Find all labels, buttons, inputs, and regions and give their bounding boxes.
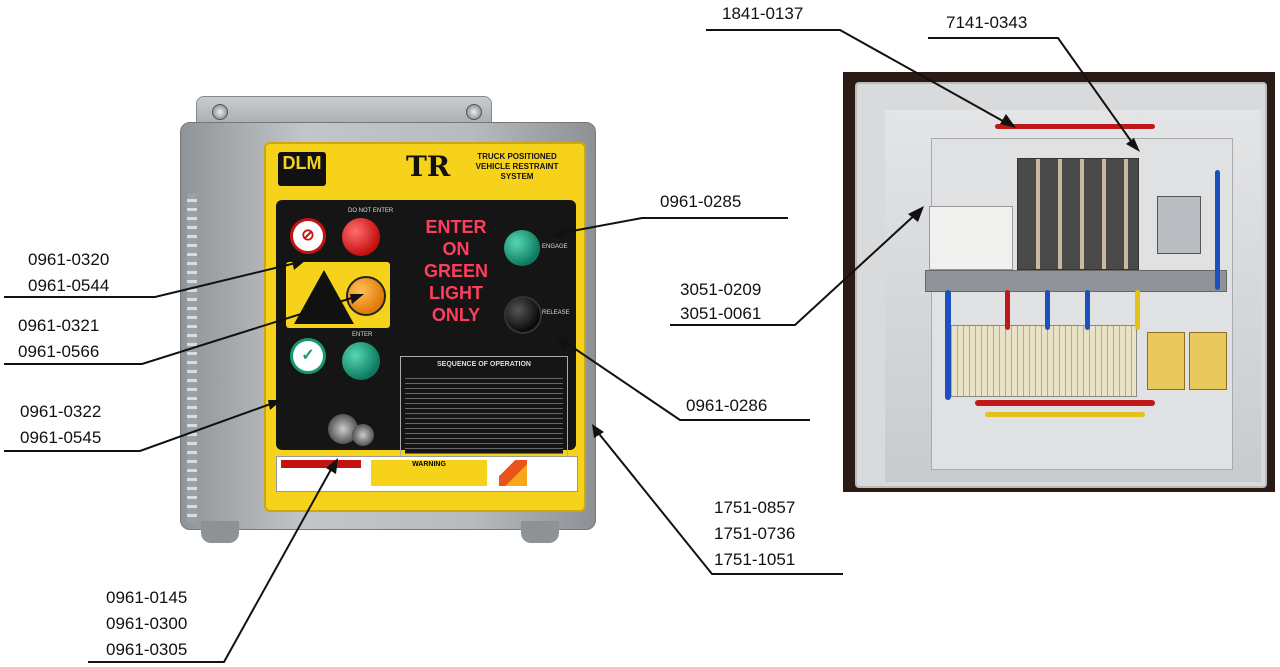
engage-button[interactable]	[504, 230, 540, 266]
relay	[1147, 332, 1185, 390]
callout-3051-0061: 3051-0061	[680, 304, 762, 323]
panel-title: TRUCK POSITIONED VEHICLE RESTRAINT SYSTE…	[462, 152, 572, 182]
relay	[1189, 332, 1227, 390]
leader-0961-0145	[88, 463, 335, 663]
callout-1751-1051: 1751-1051	[714, 550, 796, 569]
wire-blue	[1215, 170, 1220, 290]
arrowhead-icon	[350, 294, 364, 304]
din-rail	[925, 270, 1227, 292]
screw-icon	[466, 104, 482, 120]
callout-7141-0343: 7141-0343	[946, 13, 1028, 32]
enclosure-foot	[201, 521, 239, 543]
warning-label-strip: WARNING	[276, 456, 578, 492]
wire-red	[975, 400, 1155, 406]
panel-title-line: TRUCK POSITIONED	[477, 152, 557, 161]
panel-title-line: SYSTEM	[500, 172, 534, 181]
callout-0961-0286: 0961-0286	[686, 396, 768, 415]
engage-caption: ENGAGE	[542, 244, 568, 250]
leader-0961-0321	[4, 295, 359, 365]
arrowhead-icon	[556, 336, 570, 348]
arrowhead-icon	[326, 458, 338, 474]
no-entry-sign-icon: ⊘	[290, 218, 326, 254]
callout-1841-0137: 1841-0137	[722, 4, 804, 23]
arrowhead-icon	[592, 424, 604, 438]
arrowhead-icon	[292, 260, 306, 270]
callout-0961-0285: 0961-0285	[660, 192, 742, 211]
leader-3051	[670, 211, 919, 326]
callout-0961-0322: 0961-0322	[20, 402, 102, 421]
arrowhead-icon	[1126, 138, 1140, 152]
callout-0961-0145: 0961-0145	[106, 588, 188, 607]
terminal-block	[945, 325, 1137, 397]
contactor	[1157, 196, 1201, 254]
release-caption: RELEASE	[542, 310, 570, 316]
wire-yellow	[1135, 290, 1140, 330]
message-line: ONLY	[431, 305, 481, 325]
wire-red	[995, 124, 1155, 129]
fuse-block	[1017, 158, 1139, 270]
message-line: LIGHT	[429, 283, 483, 303]
control-panel-enclosure: DLM TR TRUCK POSITIONED VEHICLE RESTRAIN…	[178, 88, 600, 543]
panel-title-line: VEHICLE RESTRAINT	[475, 162, 559, 171]
message-line: ON	[442, 239, 470, 259]
wire-red	[1005, 290, 1010, 330]
wire-yellow	[985, 412, 1145, 417]
control-area: ⊘ DO NOT ENTER ✓ ENTER ENTER ON GREEN LI…	[276, 200, 576, 468]
red-light	[342, 218, 380, 256]
danger-label	[281, 460, 361, 468]
leader-0961-0322	[4, 401, 277, 452]
leader-1841-0137	[706, 29, 1011, 126]
warning-label: WARNING	[371, 460, 487, 486]
callout-0961-0321: 0961-0321	[18, 316, 100, 335]
callout-0961-0320: 0961-0320	[28, 250, 110, 269]
enter-on-green-message: ENTER ON GREEN LIGHT ONLY	[400, 216, 512, 326]
panel-faceplate: DLM TR TRUCK POSITIONED VEHICLE RESTRAIN…	[264, 142, 586, 512]
wire-blue	[945, 290, 951, 400]
do-not-enter-caption: DO NOT ENTER	[348, 208, 394, 214]
wire-blue	[1045, 290, 1050, 330]
tr-logo: TR	[406, 150, 451, 183]
manufacturer-logo	[499, 460, 527, 486]
message-line: ENTER	[425, 217, 487, 237]
sequence-of-operation-box: SEQUENCE OF OPERATION	[400, 356, 568, 468]
control-board	[929, 206, 1013, 270]
forklift-warning-icon	[286, 262, 390, 328]
cabinet-interior	[885, 110, 1261, 482]
amber-light	[346, 276, 386, 316]
arrowhead-icon	[268, 400, 282, 410]
leader-0961-0286	[561, 339, 810, 421]
wiring-cabinet-photo	[843, 72, 1275, 492]
leader-1751	[595, 429, 843, 575]
sequence-text-lines	[405, 374, 563, 454]
enclosure-foot	[521, 521, 559, 543]
forklift-ok-sign-icon: ✓	[290, 338, 326, 374]
leader-0961-0285	[555, 217, 788, 235]
callout-1751-0857: 1751-0857	[714, 498, 796, 517]
arrowhead-icon	[1000, 114, 1016, 128]
sequence-title: SEQUENCE OF OPERATION	[437, 361, 531, 368]
callout-0961-0305: 0961-0305	[106, 640, 188, 659]
leader-7141-0343	[928, 37, 1137, 149]
message-line: GREEN	[423, 261, 488, 281]
release-button[interactable]	[504, 296, 542, 334]
callout-0961-0566: 0961-0566	[18, 342, 100, 361]
key-switch-knob	[352, 424, 374, 446]
enclosure-hinge	[187, 193, 197, 523]
arrowhead-icon	[550, 228, 564, 240]
cabinet-frame	[855, 82, 1267, 488]
dlm-logo: DLM	[278, 152, 326, 186]
screw-icon	[212, 104, 228, 120]
enter-caption: ENTER	[352, 332, 373, 338]
arrowhead-icon	[908, 206, 924, 222]
green-light	[342, 342, 380, 380]
callout-3051-0209: 3051-0209	[680, 280, 762, 299]
leader-0961-0320	[4, 261, 301, 298]
callout-0961-0545: 0961-0545	[20, 428, 102, 447]
wire-blue	[1085, 290, 1090, 330]
callout-1751-0736: 1751-0736	[714, 524, 796, 543]
callout-0961-0544: 0961-0544	[28, 276, 110, 295]
callout-0961-0300: 0961-0300	[106, 614, 188, 633]
